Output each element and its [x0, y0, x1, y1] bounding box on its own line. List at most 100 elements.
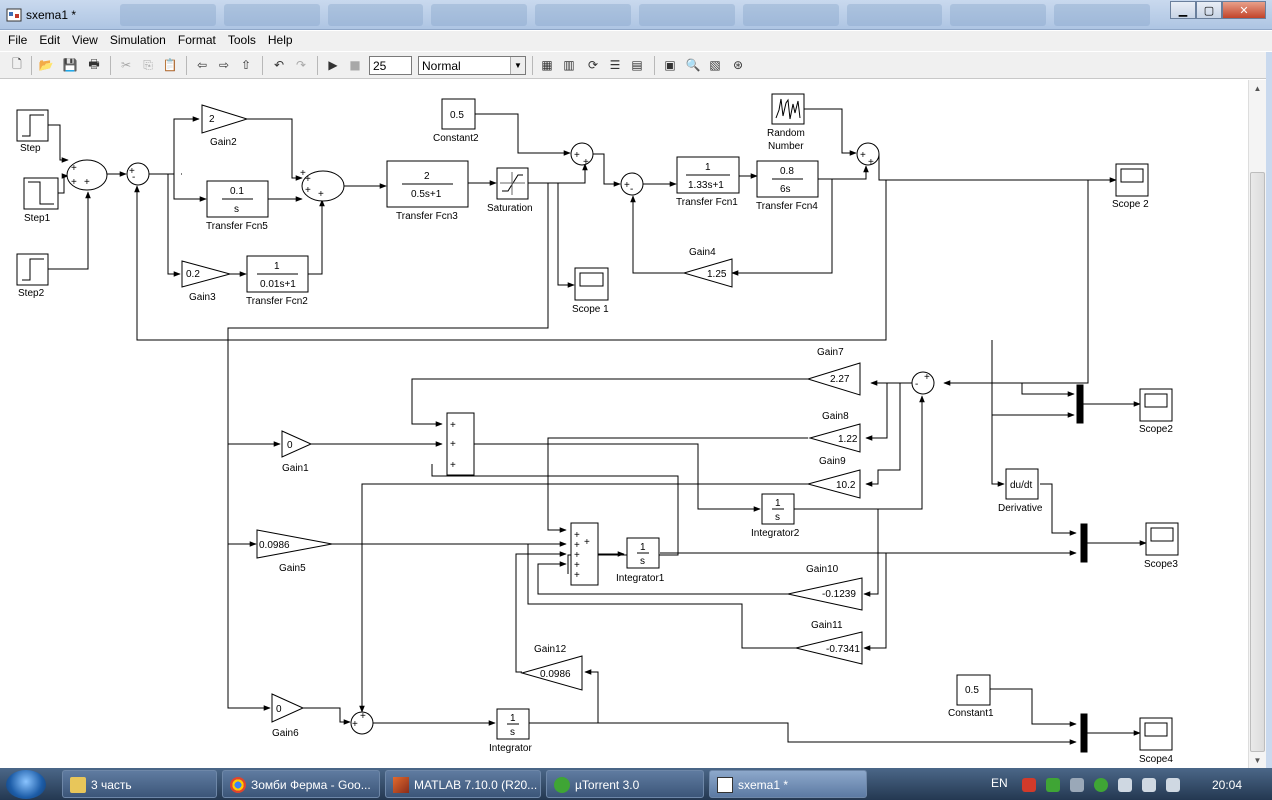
- save-icon[interactable]: 💾: [62, 58, 78, 72]
- menu-edit[interactable]: Edit: [39, 33, 61, 47]
- sum6-block[interactable]: [856, 142, 880, 166]
- antivirus-icon[interactable]: [1022, 778, 1036, 792]
- gain4-block[interactable]: [682, 258, 733, 288]
- menu-simulation[interactable]: Simulation: [109, 33, 166, 47]
- menu-tools[interactable]: Tools: [227, 33, 256, 47]
- scope2-block[interactable]: [1115, 163, 1149, 197]
- sum8-block[interactable]: [350, 711, 374, 735]
- sum1-block[interactable]: [66, 159, 108, 191]
- gain1-block[interactable]: [281, 430, 313, 458]
- chevron-down-icon[interactable]: ▼: [510, 57, 525, 74]
- tray-app-icon[interactable]: [1046, 778, 1060, 792]
- options-icon[interactable]: ▤: [631, 58, 643, 72]
- paste-icon[interactable]: 📋: [162, 58, 178, 72]
- back-icon[interactable]: ⇦: [196, 58, 208, 72]
- network-icon[interactable]: [1118, 778, 1132, 792]
- language-indicator[interactable]: EN: [991, 776, 1008, 790]
- start-button[interactable]: [6, 770, 46, 799]
- scope4-block[interactable]: [1139, 717, 1173, 751]
- build-icon[interactable]: ▦: [541, 58, 553, 72]
- mux-scope4[interactable]: [1080, 713, 1088, 753]
- integrator1-block[interactable]: [626, 537, 660, 569]
- saturation-block[interactable]: [496, 167, 529, 200]
- scope3-block[interactable]: [1145, 522, 1179, 556]
- gain11-block[interactable]: [795, 631, 863, 665]
- signal-icon[interactable]: [1142, 778, 1156, 792]
- gain12-block[interactable]: [520, 655, 583, 691]
- start-simulation-icon[interactable]: ▶: [328, 58, 338, 72]
- vertical-scrollbar[interactable]: ▲ ▼: [1248, 80, 1266, 768]
- cut-icon[interactable]: ✂: [120, 58, 132, 72]
- gain5-block[interactable]: [256, 529, 333, 559]
- derivative-block[interactable]: [1005, 468, 1039, 500]
- gain2-block[interactable]: [201, 104, 249, 134]
- gain10-block[interactable]: [787, 577, 863, 611]
- transfer-fcn3-block[interactable]: [386, 160, 469, 208]
- forward-icon[interactable]: ⇨: [218, 58, 230, 72]
- taskbar-item-matlab[interactable]: MATLAB 7.10.0 (R20...: [385, 770, 541, 798]
- menu-format[interactable]: Format: [177, 33, 216, 47]
- sum7-block[interactable]: [911, 371, 935, 395]
- gain7-block[interactable]: [806, 362, 861, 396]
- step2-block[interactable]: [16, 253, 49, 286]
- maximize-button[interactable]: ▢: [1196, 1, 1222, 19]
- scope2b-block[interactable]: [1139, 388, 1173, 422]
- menu-help[interactable]: Help: [267, 33, 293, 47]
- transfer-fcn2-block[interactable]: [246, 255, 309, 293]
- copy-icon[interactable]: ⎘: [143, 57, 153, 72]
- mux-scope2[interactable]: [1076, 384, 1084, 424]
- step1-block[interactable]: [23, 177, 59, 210]
- new-model-icon[interactable]: 🗋: [12, 56, 22, 71]
- gain8-block[interactable]: [808, 423, 861, 453]
- taskbar-item-utorrent[interactable]: µTorrent 3.0: [546, 770, 704, 798]
- sum-block-3in[interactable]: [446, 412, 475, 476]
- up-icon[interactable]: ⇧: [240, 58, 252, 72]
- simulation-mode-select[interactable]: Normal ▼: [418, 56, 526, 75]
- layers-icon[interactable]: ☰: [609, 58, 621, 72]
- utorrent-tray-icon[interactable]: [1094, 778, 1108, 792]
- library-browser-icon[interactable]: ▣: [664, 58, 676, 72]
- model-canvas[interactable]: +++ +- ++++ ++ +- ++ -+ ++ +++ +++ +++ S…: [0, 80, 1248, 768]
- model-explorer-icon[interactable]: 🔍: [685, 58, 701, 72]
- stop-time-input[interactable]: 25: [369, 56, 412, 75]
- scope1-block[interactable]: [574, 267, 609, 301]
- sum5-block[interactable]: [620, 172, 644, 196]
- gain6-block[interactable]: [271, 693, 305, 723]
- transfer-fcn4-block[interactable]: [756, 160, 819, 198]
- print-icon[interactable]: 🖶: [88, 56, 100, 71]
- constant2-block[interactable]: [441, 98, 476, 130]
- mux-scope3[interactable]: [1080, 523, 1088, 563]
- gain3-block[interactable]: [181, 260, 232, 288]
- taskbar-item-chrome[interactable]: Зомби Ферма - Goo...: [222, 770, 380, 798]
- scroll-down-icon[interactable]: ▼: [1253, 755, 1262, 765]
- taskbar-item-sxema1[interactable]: sxema1 *: [709, 770, 867, 798]
- stop-simulation-icon[interactable]: ■: [349, 58, 361, 72]
- volume-icon[interactable]: [1166, 778, 1180, 792]
- step-block[interactable]: [16, 109, 49, 142]
- minimize-button[interactable]: ▁: [1170, 1, 1196, 19]
- undo-icon[interactable]: ↶: [273, 58, 285, 72]
- redo-icon[interactable]: ↷: [295, 58, 307, 72]
- gain9-block[interactable]: [806, 469, 861, 499]
- open-icon[interactable]: 📂: [38, 58, 54, 72]
- clock[interactable]: 20:04: [1212, 778, 1243, 792]
- sum4-block[interactable]: [570, 142, 594, 166]
- sum3-block[interactable]: [301, 170, 345, 202]
- constant1-block[interactable]: [956, 674, 991, 706]
- scroll-thumb[interactable]: [1250, 172, 1265, 752]
- integrator2-block[interactable]: [761, 493, 795, 525]
- taskbar-item-folder[interactable]: 3 часть: [62, 770, 217, 798]
- menu-file[interactable]: File: [8, 33, 28, 47]
- update-diagram-icon[interactable]: ▥: [563, 58, 575, 72]
- refresh-icon[interactable]: ⟳: [587, 58, 599, 72]
- sum2-block[interactable]: [126, 162, 150, 186]
- usb-icon[interactable]: [1070, 778, 1084, 792]
- close-button[interactable]: ✕: [1222, 1, 1266, 19]
- transfer-fcn1-block[interactable]: [676, 156, 740, 194]
- scroll-up-icon[interactable]: ▲: [1253, 83, 1262, 93]
- advisor-icon[interactable]: ⊛: [732, 58, 744, 72]
- integrator-block[interactable]: [496, 708, 530, 740]
- menu-view[interactable]: View: [72, 33, 98, 47]
- random-number-block[interactable]: [771, 93, 805, 125]
- transfer-fcn5-block[interactable]: [206, 180, 269, 218]
